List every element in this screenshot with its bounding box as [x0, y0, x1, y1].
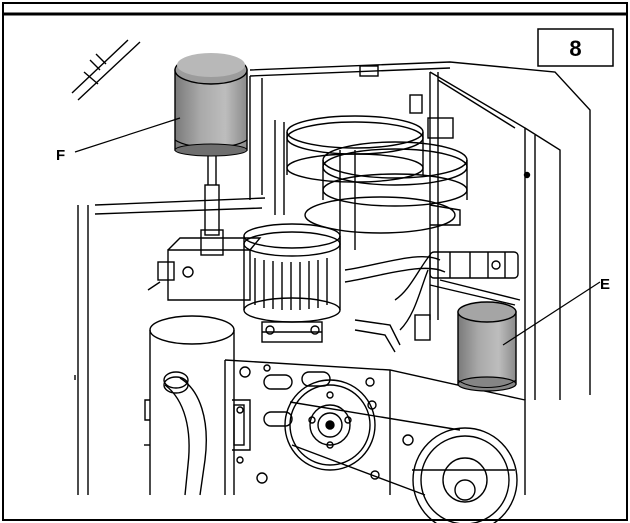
- right-fittings: [414, 251, 521, 341]
- callout-label-e: E: [600, 276, 610, 293]
- callout-label-f: F: [56, 147, 65, 164]
- drive-pulleys: [284, 379, 518, 523]
- hoses: [163, 254, 446, 496]
- machine-drawing: [71, 39, 591, 523]
- filter-f: [174, 53, 248, 157]
- pulley-stack: [274, 94, 468, 250]
- callout-e: E: [502, 276, 610, 346]
- diagonal-pipe: [71, 39, 141, 101]
- filter-e: [457, 301, 517, 392]
- callout-f: F: [56, 117, 181, 164]
- central-filter-housing: [243, 223, 341, 343]
- cabinet-frame: [74, 61, 591, 495]
- figure-number: 8: [569, 36, 581, 61]
- lower-panel: [224, 359, 526, 495]
- figure-number-box: 8: [537, 28, 614, 67]
